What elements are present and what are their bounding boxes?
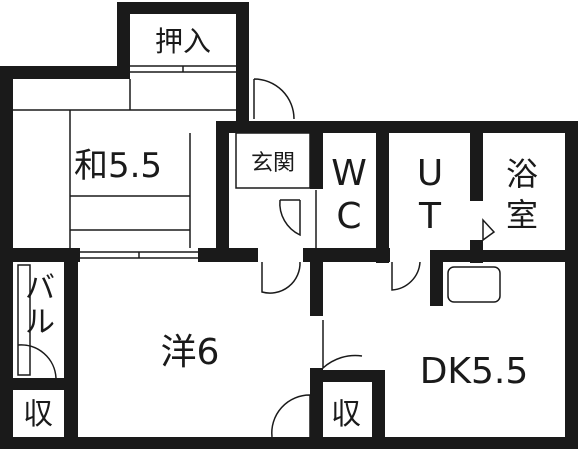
wall — [470, 121, 483, 201]
door-swing — [322, 320, 363, 370]
wall — [117, 2, 130, 72]
wall — [565, 121, 578, 449]
wall — [430, 250, 578, 262]
room-label-balcony-top: バ — [25, 271, 55, 306]
room-label-ut-top: U — [417, 153, 443, 194]
wall — [0, 437, 578, 449]
wall — [310, 370, 385, 382]
room-label-oshiire: 押入 — [155, 25, 211, 58]
wall — [310, 248, 323, 316]
door-swing — [17, 344, 57, 379]
room-label-yoku-bottom: 室 — [506, 196, 538, 234]
wall — [310, 248, 390, 262]
room-label-youshitsu: 洋6 — [161, 332, 220, 373]
room-label-wc-bottom: C — [336, 196, 361, 237]
door-swing — [482, 218, 496, 242]
wall — [310, 368, 323, 449]
wall — [198, 248, 258, 262]
room-label-ut-bottom: T — [418, 196, 442, 237]
genkan-step — [235, 132, 311, 189]
window — [17, 264, 31, 376]
door-swing — [253, 78, 295, 120]
door-swing — [261, 261, 301, 294]
room-label-shu-mid: 収 — [331, 397, 361, 432]
room-label-yoku-top: 浴 — [506, 155, 538, 193]
wall — [117, 2, 249, 14]
window — [1, 109, 12, 191]
room-label-wc-top: W — [331, 153, 367, 194]
room-label-genkan: 玄関 — [251, 151, 295, 176]
wall — [64, 248, 78, 449]
thin-lines — [1, 65, 577, 442]
wall — [236, 66, 249, 121]
wall — [430, 250, 443, 306]
bathtub — [447, 266, 501, 303]
wall — [0, 66, 130, 79]
labels: 押入 和5.5 玄関 W C U T 浴 室 バ ル 収 洋6 収 DK5.5 — [23, 25, 538, 432]
door-swing — [391, 261, 421, 291]
wall — [376, 121, 389, 263]
wall — [372, 370, 385, 449]
wall — [0, 248, 80, 262]
door-swing — [279, 199, 301, 237]
wall — [310, 121, 323, 189]
room-label-shu-left: 収 — [23, 397, 53, 432]
room-label-dk: DK5.5 — [420, 351, 529, 392]
room-label-washitsu: 和5.5 — [74, 146, 162, 186]
wall — [0, 378, 78, 390]
wall — [236, 2, 249, 72]
door-swing — [271, 394, 311, 438]
room-label-balcony-bottom: ル — [25, 305, 55, 340]
wall — [216, 121, 578, 133]
window — [566, 294, 577, 366]
